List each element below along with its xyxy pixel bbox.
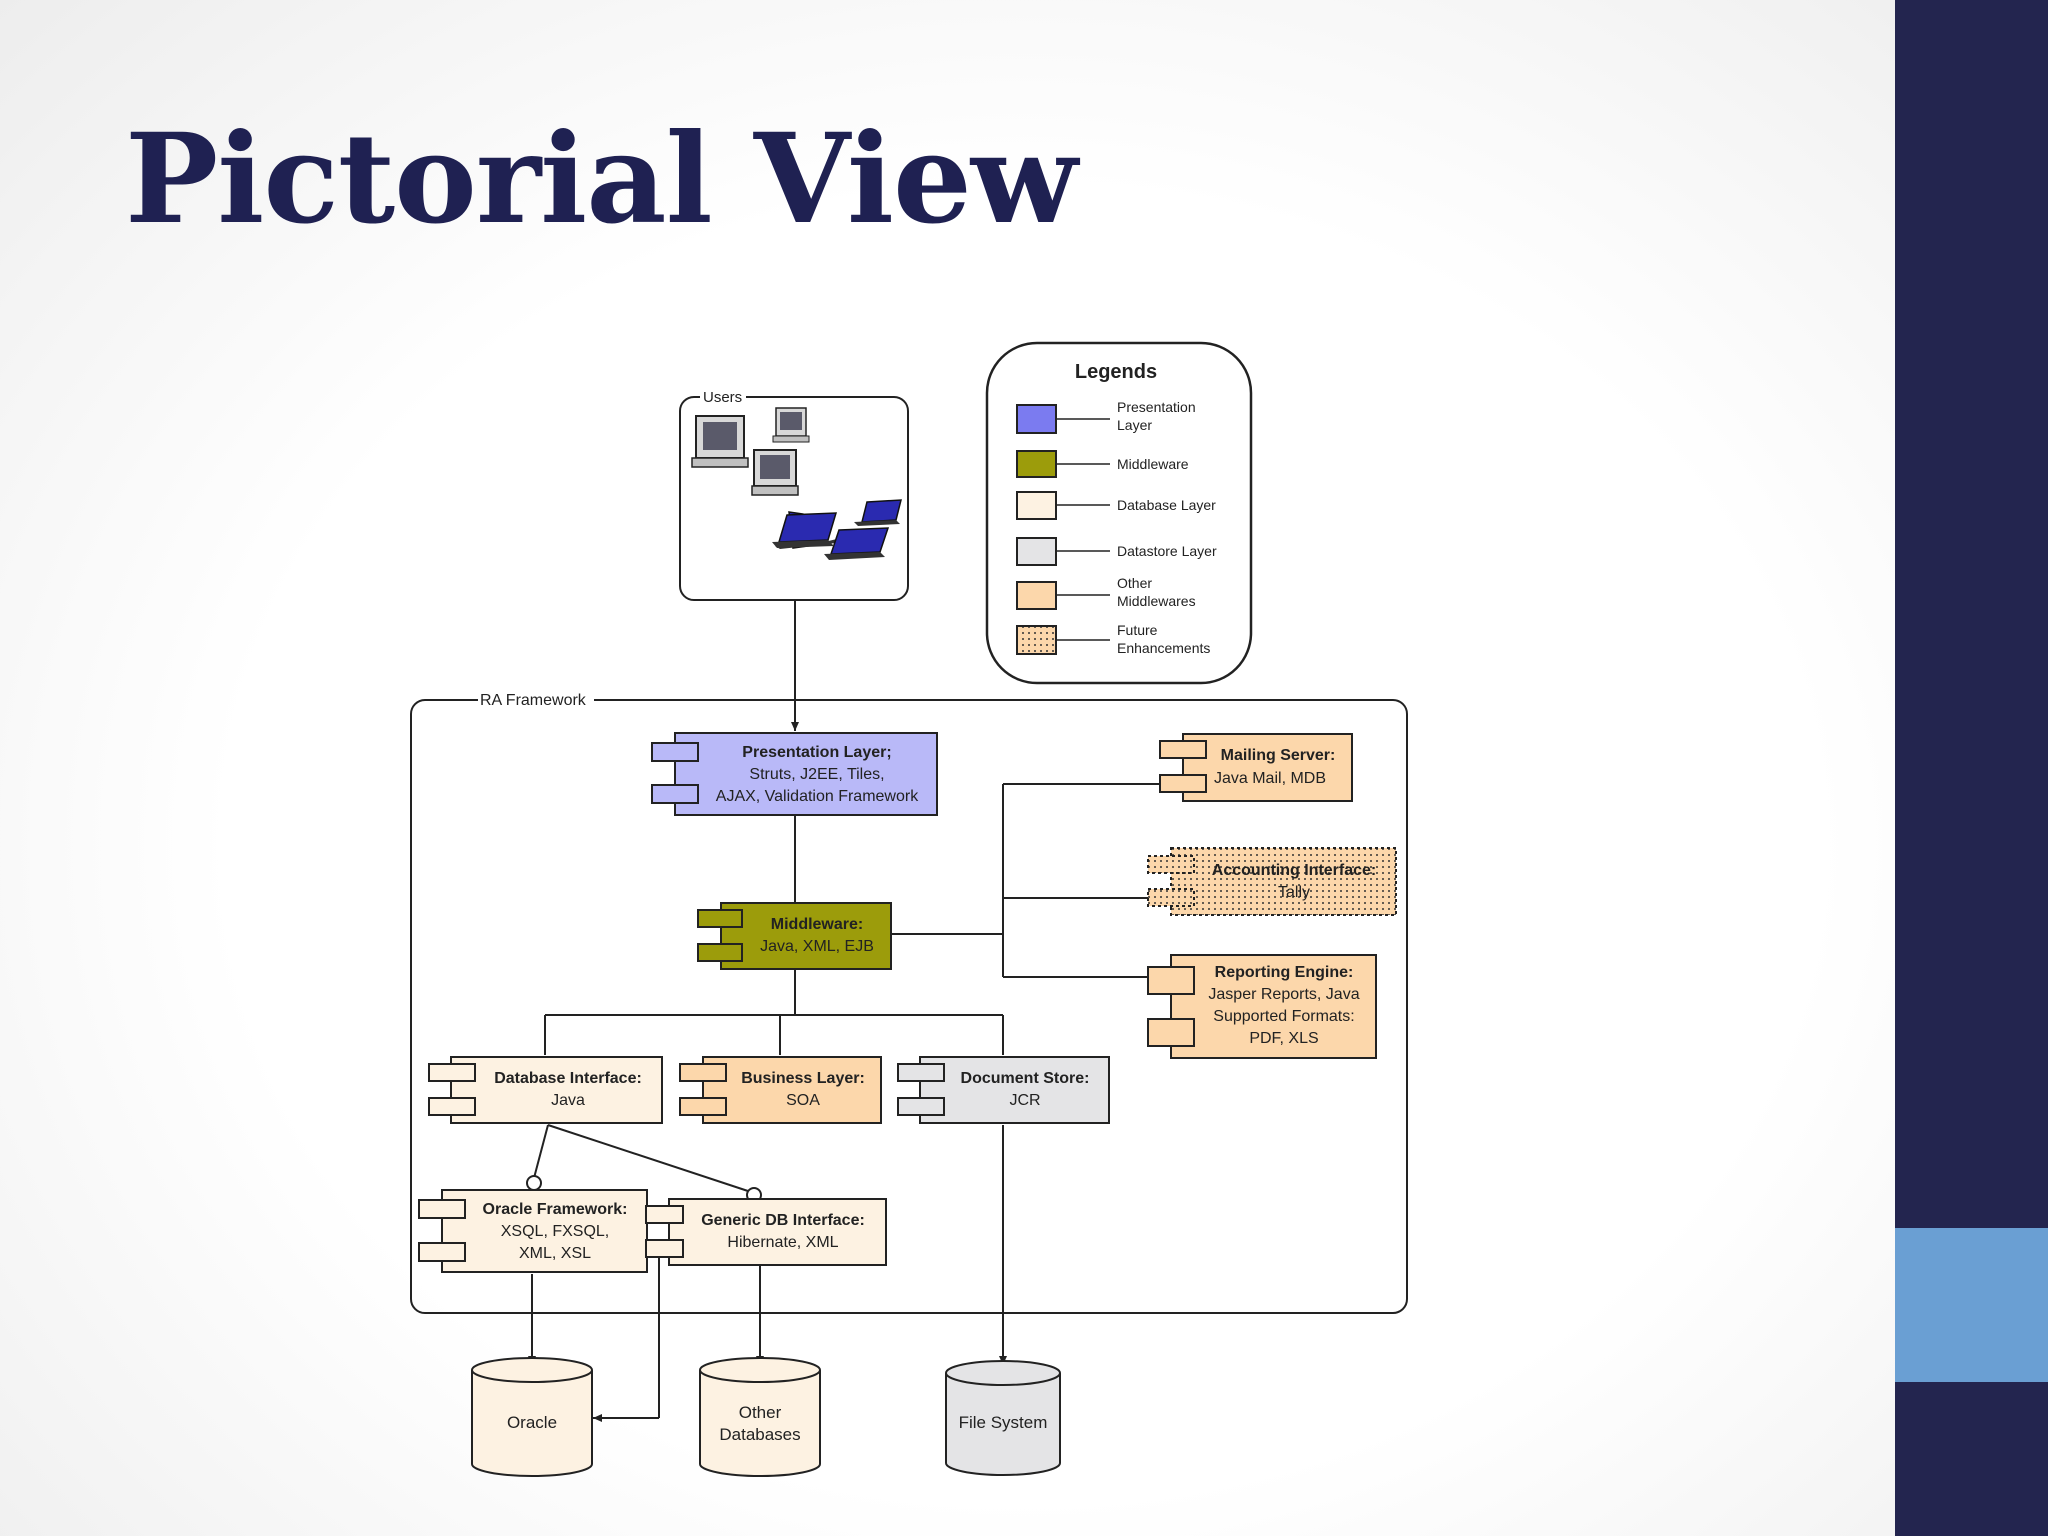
database-interface-component: Database Interface: Java — [428, 1056, 663, 1124]
users-label: Users — [703, 389, 742, 406]
db-interface-line1: Java — [551, 1092, 585, 1109]
legend-swatch-future — [1016, 625, 1057, 655]
slide-title: Pictorial View — [125, 107, 1078, 252]
legend-label-database: Database Layer — [1117, 497, 1216, 513]
oracle-fw-title: Oracle Framework: — [483, 1201, 628, 1218]
legend-item-database: Database Layer — [1016, 491, 1216, 520]
framework-label: RA Framework — [480, 692, 587, 709]
reporting-engine-component: Reporting Engine: Jasper Reports, Java S… — [1147, 954, 1377, 1059]
oracle-fw-line2: XML, XSL — [519, 1245, 591, 1262]
laptop-icon — [854, 499, 902, 526]
legend-item-future-enhancements: Future Enhancements — [1016, 622, 1210, 656]
legend-item-middleware: Middleware — [1016, 450, 1189, 478]
legend-label-presentation: Presentation — [1117, 399, 1196, 415]
business-layer-component: Business Layer: SOA — [679, 1056, 882, 1124]
reporting-title: Reporting Engine: — [1215, 964, 1354, 981]
legend-label-future: Future — [1117, 622, 1158, 638]
mailing-line1: Java Mail, MDB — [1214, 770, 1326, 787]
connectors — [528, 600, 1160, 1422]
legend-item-other-middlewares: Other Middlewares — [1016, 575, 1196, 610]
other-db-label: Other — [739, 1403, 782, 1422]
reporting-line3: PDF, XLS — [1249, 1030, 1318, 1047]
reporting-line1: Jasper Reports, Java — [1208, 986, 1359, 1003]
generic-db-line1: Hibernate, XML — [727, 1234, 838, 1251]
architecture-diagram: Legends Presentation Layer Middleware Da… — [410, 341, 1408, 1477]
legend-label-middleware: Middleware — [1117, 456, 1189, 472]
oracle-db-label: Oracle — [507, 1413, 557, 1432]
desktop-computer-icon — [751, 449, 799, 496]
legend-item-datastore: Datastore Layer — [1016, 537, 1217, 566]
middleware-component: Middleware: Java, XML, EJB — [697, 902, 892, 970]
generic-db-title: Generic DB Interface: — [701, 1212, 865, 1229]
legend-label-future-2: Enhancements — [1117, 640, 1210, 656]
legend-swatch-presentation — [1016, 404, 1057, 434]
presentation-line2: AJAX, Validation Framework — [716, 788, 919, 805]
db-interface-title: Database Interface: — [494, 1070, 642, 1087]
reporting-line2: Supported Formats: — [1213, 1008, 1354, 1025]
oracle-database-icon: Oracle — [471, 1357, 593, 1477]
legend-label-datastore: Datastore Layer — [1117, 543, 1217, 559]
laptop-icon — [772, 512, 838, 548]
file-system-icon: File System — [945, 1360, 1061, 1476]
oracle-fw-line1: XSQL, FXSQL, — [501, 1223, 609, 1240]
legend-heading: Legends — [1075, 361, 1157, 383]
ra-framework-boundary: RA Framework — [410, 690, 1408, 1314]
presentation-title: Presentation Layer; — [742, 744, 891, 761]
document-title: Document Store: — [961, 1070, 1090, 1087]
legend-swatch-other-middlewares — [1016, 581, 1057, 610]
file-system-label: File System — [959, 1413, 1048, 1432]
legend-label-presentation-2: Layer — [1117, 417, 1152, 433]
business-title: Business Layer: — [741, 1070, 865, 1087]
side-band-accent — [1895, 1228, 2048, 1382]
accounting-title: Accounting Interface: — [1212, 862, 1376, 879]
oracle-framework-component: Oracle Framework: XSQL, FXSQL, XML, XSL — [418, 1189, 648, 1273]
business-line1: SOA — [786, 1092, 820, 1109]
legend: Legends Presentation Layer Middleware Da… — [985, 341, 1253, 685]
mailing-title: Mailing Server: — [1221, 747, 1336, 764]
mailing-server-component: Mailing Server: Java Mail, MDB — [1159, 733, 1353, 802]
legend-item-presentation: Presentation Layer — [1016, 399, 1196, 434]
other-db-label-2: Databases — [719, 1425, 800, 1444]
accounting-interface-component: Accounting Interface: Tally — [1147, 847, 1397, 916]
other-databases-icon: Other Databases — [699, 1357, 821, 1477]
users-group: Users — [679, 388, 909, 601]
document-store-component: Document Store: JCR — [897, 1056, 1110, 1124]
legend-label-other-2: Middlewares — [1117, 593, 1196, 609]
document-line1: JCR — [1009, 1092, 1040, 1109]
oracle-interface-lollipop — [526, 1175, 542, 1191]
middleware-line1: Java, XML, EJB — [760, 938, 874, 955]
presentation-line1: Struts, J2EE, Tiles, — [749, 766, 884, 783]
legend-swatch-database — [1016, 491, 1057, 520]
legend-swatch-middleware — [1016, 450, 1057, 478]
legend-label-other: Other — [1117, 575, 1152, 591]
presentation-layer-component: Presentation Layer; Struts, J2EE, Tiles,… — [651, 732, 938, 816]
desktop-computer-icon — [691, 415, 749, 468]
legend-swatch-datastore — [1016, 537, 1057, 566]
desktop-computer-icon — [772, 407, 810, 443]
middleware-title: Middleware: — [771, 916, 863, 933]
accounting-line1: Tally — [1278, 884, 1310, 901]
generic-db-interface-component: Generic DB Interface: Hibernate, XML — [645, 1198, 887, 1266]
